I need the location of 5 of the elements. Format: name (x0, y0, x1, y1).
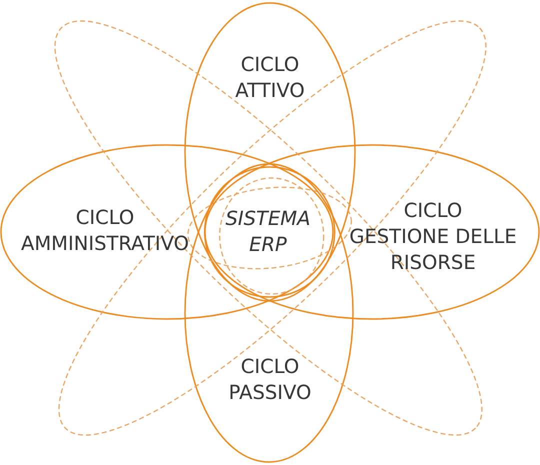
center-label: SISTEMA ERP (226, 206, 310, 258)
region-label: CICLO AMMINISTRATIVO (21, 205, 189, 257)
region-label: CICLO ATTIVO (235, 52, 305, 104)
region-label: CICLO PASSIVO (228, 354, 312, 406)
region-label: CICLO GESTIONE DELLE RISORSE (349, 198, 517, 276)
